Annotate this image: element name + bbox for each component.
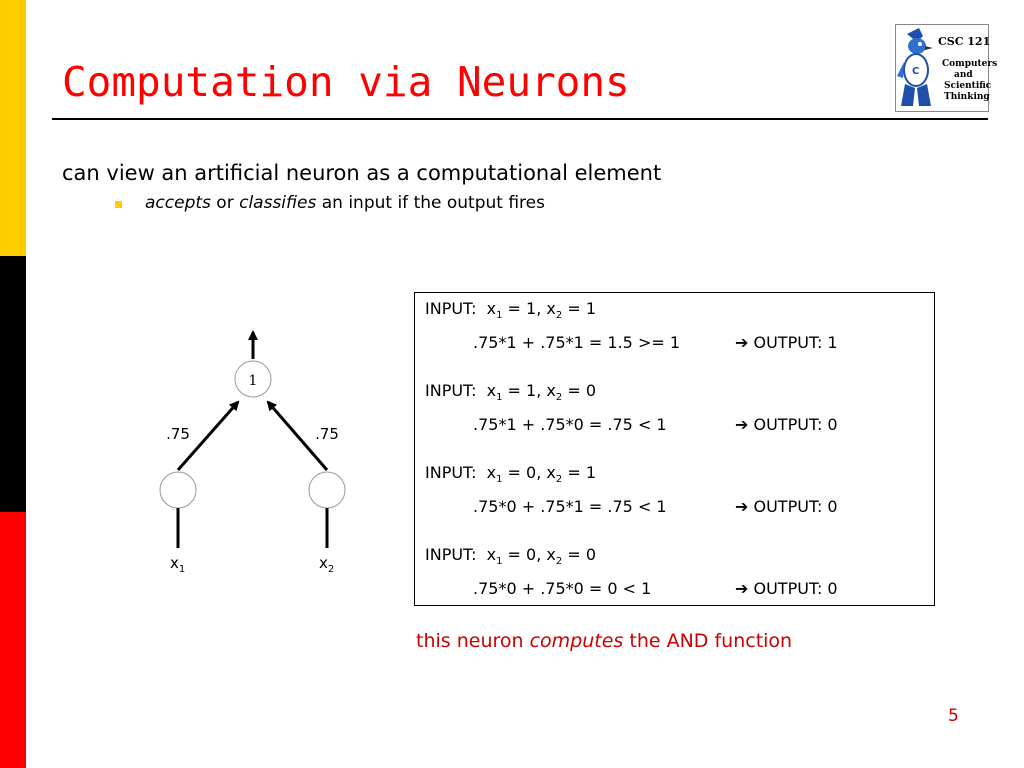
sub-bullet-rest: an input if the output fires xyxy=(316,193,545,213)
case-3-input: INPUT: x1 = 0, x2 = 1 xyxy=(425,463,597,486)
sub-bullet-or: or xyxy=(210,193,240,213)
right-arrow-icon: ➔ xyxy=(735,497,749,516)
case-1-input: INPUT: x1 = 1, x2 = 1 xyxy=(425,299,597,322)
neuron-diagram: 1 .75 .75 x1 x2 xyxy=(159,330,346,575)
output-neuron xyxy=(234,360,272,398)
logo-line-computers: Computers xyxy=(942,59,998,69)
title-rule xyxy=(52,118,988,120)
input-neuron-left xyxy=(159,471,197,509)
truth-table-box: INPUT: x1 = 1, x2 = 1 .75*1 + .75*1 = 1.… xyxy=(414,292,935,606)
and-function-note: this neuron computes the AND function xyxy=(416,630,793,652)
weight-left-label: .75 xyxy=(166,425,190,443)
logo-line-and: and xyxy=(954,70,973,80)
case-1-output: ➔ OUTPUT: 1 xyxy=(735,333,838,352)
case-4-output: ➔ OUTPUT: 0 xyxy=(735,579,838,598)
slide-title: Computation via Neurons xyxy=(62,58,630,106)
case-3-calc: .75*0 + .75*1 = .75 < 1 xyxy=(473,497,667,516)
right-arrow-icon: ➔ xyxy=(735,333,749,352)
case-3-output: ➔ OUTPUT: 0 xyxy=(735,497,838,516)
bluejay-mascot-icon: C xyxy=(897,28,933,106)
side-stripe-red xyxy=(0,512,26,768)
logo-course: CSC 121 xyxy=(938,35,991,48)
side-stripe-black xyxy=(0,256,26,512)
threshold-label: 1 xyxy=(249,373,258,389)
sub-bullet: accepts or classifies an input if the ou… xyxy=(145,193,545,213)
input-neuron-right xyxy=(308,471,346,509)
svg-text:C: C xyxy=(912,66,919,77)
side-stripe-yellow xyxy=(0,0,26,256)
course-logo: C CSC 121 Computers and Scientific Think… xyxy=(895,24,997,112)
right-arrow-icon: ➔ xyxy=(735,415,749,434)
case-2-output: ➔ OUTPUT: 0 xyxy=(735,415,838,434)
page-number: 5 xyxy=(948,706,959,726)
case-1-calc: .75*1 + .75*1 = 1.5 >= 1 xyxy=(473,333,681,352)
weight-right-label: .75 xyxy=(315,425,339,443)
right-weight-edge xyxy=(266,400,329,471)
left-weight-edge xyxy=(176,400,240,471)
logo-line-scientific: Scientific xyxy=(944,81,992,91)
logo-line-thinking: Thinking xyxy=(944,92,990,102)
case-4-input: INPUT: x1 = 0, x2 = 0 xyxy=(425,545,597,568)
sub-bullet-accepts: accepts xyxy=(145,193,211,213)
case-4-calc: .75*0 + .75*0 = 0 < 1 xyxy=(473,579,652,598)
case-2-input: INPUT: x1 = 1, x2 = 0 xyxy=(425,381,597,404)
bullet-square-icon xyxy=(115,201,122,208)
right-arrow-icon: ➔ xyxy=(735,579,749,598)
case-2-calc: .75*1 + .75*0 = .75 < 1 xyxy=(473,415,667,434)
main-bullet: can view an artificial neuron as a compu… xyxy=(62,161,662,185)
input-left-label: x1 xyxy=(170,554,185,575)
sub-bullet-classifies: classifies xyxy=(239,193,317,213)
input-right-label: x2 xyxy=(319,554,334,575)
